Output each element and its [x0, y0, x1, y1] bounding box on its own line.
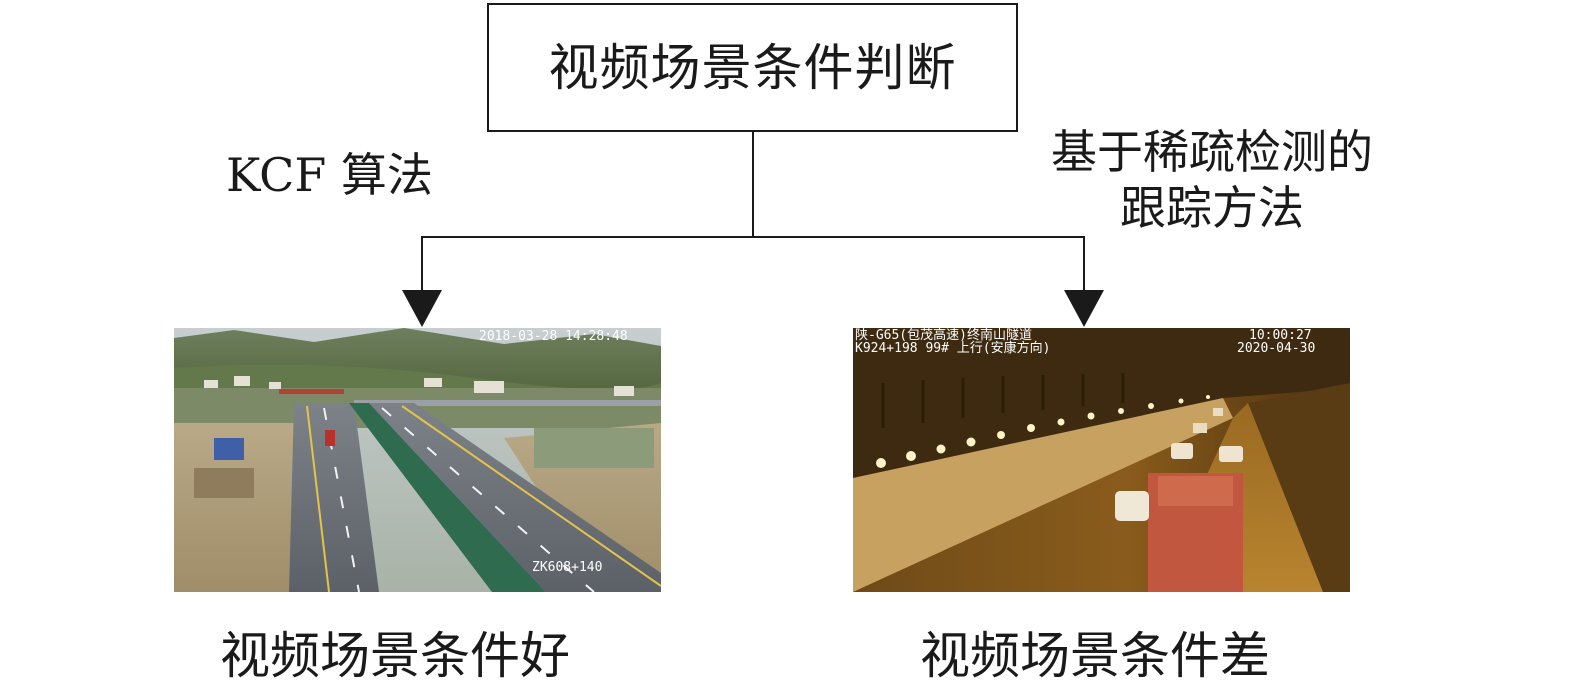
root-node-label: 视频场景条件判断 — [548, 38, 957, 97]
right-scene-caption: 视频场景条件差 — [920, 627, 1270, 685]
highway-scene-image: 2018-03-28 14:28:48 ZK608+140 — [174, 328, 661, 592]
left-branch-method-label: KCF 算法 — [226, 148, 433, 202]
left-arrow-head — [402, 290, 442, 327]
tunnel-date-overlay: 2020-04-30 — [1237, 341, 1315, 356]
highway-timestamp-overlay: 2018-03-28 14:28:48 — [479, 329, 628, 344]
tunnel-scene-illustration: 陕-G65(包茂高速)终南山隧道 K924+198 99# 上行(安康方向) 1… — [853, 328, 1350, 592]
left-scene-caption: 视频场景条件好 — [220, 627, 570, 685]
tunnel-location-overlay: 陕-G65(包茂高速)终南山隧道 — [855, 328, 1032, 343]
root-node: 视频场景条件判断 — [487, 3, 1018, 132]
right-arrow-head — [1064, 290, 1104, 327]
tunnel-time-overlay: 10:00:27 — [1249, 328, 1312, 343]
tunnel-scene-image: 陕-G65(包茂高速)终南山隧道 K924+198 99# 上行(安康方向) 1… — [853, 328, 1350, 592]
highway-milestone-overlay: ZK608+140 — [532, 560, 602, 575]
tunnel-direction-overlay: K924+198 99# 上行(安康方向) — [855, 340, 1050, 356]
right-branch-method-label: 基于稀疏检测的跟踪方法 — [1051, 125, 1373, 235]
highway-scene-illustration: 2018-03-28 14:28:48 ZK608+140 — [174, 328, 661, 592]
